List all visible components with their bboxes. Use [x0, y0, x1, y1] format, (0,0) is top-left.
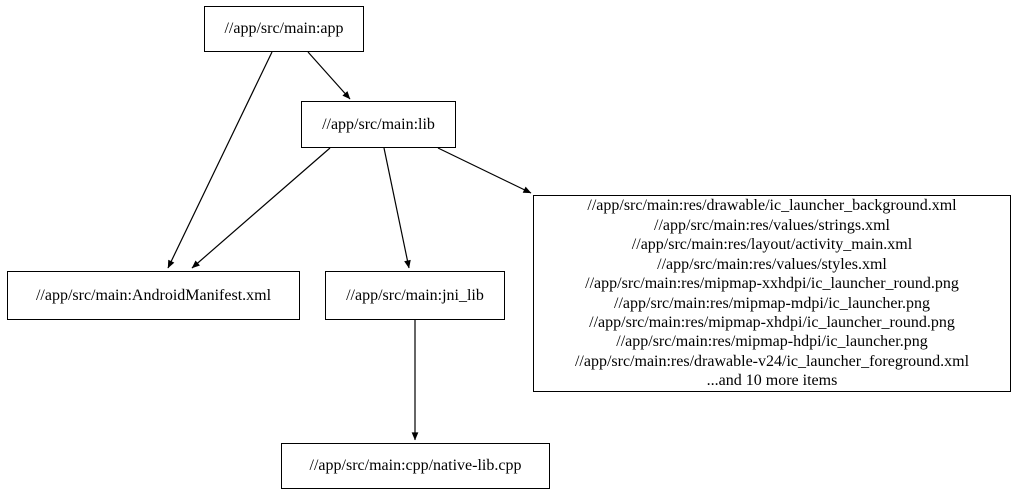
edge-lib-to-res-group — [437, 147, 532, 194]
res-item-label: //app/src/main:res/mipmap-hdpi/ic_launch… — [616, 333, 928, 351]
graph-node-androidmanifest: //app/src/main:AndroidManifest.xml — [7, 271, 300, 320]
res-item-label: //app/src/main:res/mipmap-xxhdpi/ic_laun… — [585, 275, 959, 293]
edge-app-to-androidmanifest — [167, 51, 273, 269]
graph-node-app: //app/src/main:app — [204, 6, 364, 52]
graph-node-native-lib-cpp: //app/src/main:cpp/native-lib.cpp — [281, 443, 550, 489]
res-item-label: //app/src/main:res/mipmap-mdpi/ic_launch… — [614, 294, 930, 312]
graph-node-native-lib-cpp-label: //app/src/main:cpp/native-lib.cpp — [309, 457, 522, 475]
graph-node-lib: //app/src/main:lib — [301, 101, 456, 148]
res-item-label: //app/src/main:res/layout/activity_main.… — [631, 236, 913, 254]
res-item-label: //app/src/main:res/drawable/ic_launcher_… — [587, 197, 957, 215]
graph-node-app-label: //app/src/main:app — [224, 20, 344, 38]
graph-node-jni-lib: //app/src/main:jni_lib — [325, 271, 505, 320]
graph-node-lib-label: //app/src/main:lib — [322, 115, 435, 133]
res-item-label: //app/src/main:res/values/strings.xml — [654, 216, 890, 234]
res-more-items-label: ...and 10 more items — [706, 372, 838, 390]
res-item-label: //app/src/main:res/drawable-v24/ic_launc… — [574, 352, 970, 370]
edge-lib-to-androidmanifest — [191, 147, 331, 269]
res-item-label: //app/src/main:res/values/styles.xml — [657, 255, 887, 273]
edge-lib-to-jni-lib — [383, 147, 411, 269]
edge-app-to-lib — [307, 51, 351, 100]
graph-node-jni-lib-label: //app/src/main:jni_lib — [346, 286, 484, 304]
graph-node-res-group: //app/src/main:res/drawable/ic_launcher_… — [533, 195, 1011, 392]
res-item-label: //app/src/main:res/mipmap-xhdpi/ic_launc… — [589, 313, 955, 331]
graph-node-androidmanifest-label: //app/src/main:AndroidManifest.xml — [35, 286, 272, 304]
